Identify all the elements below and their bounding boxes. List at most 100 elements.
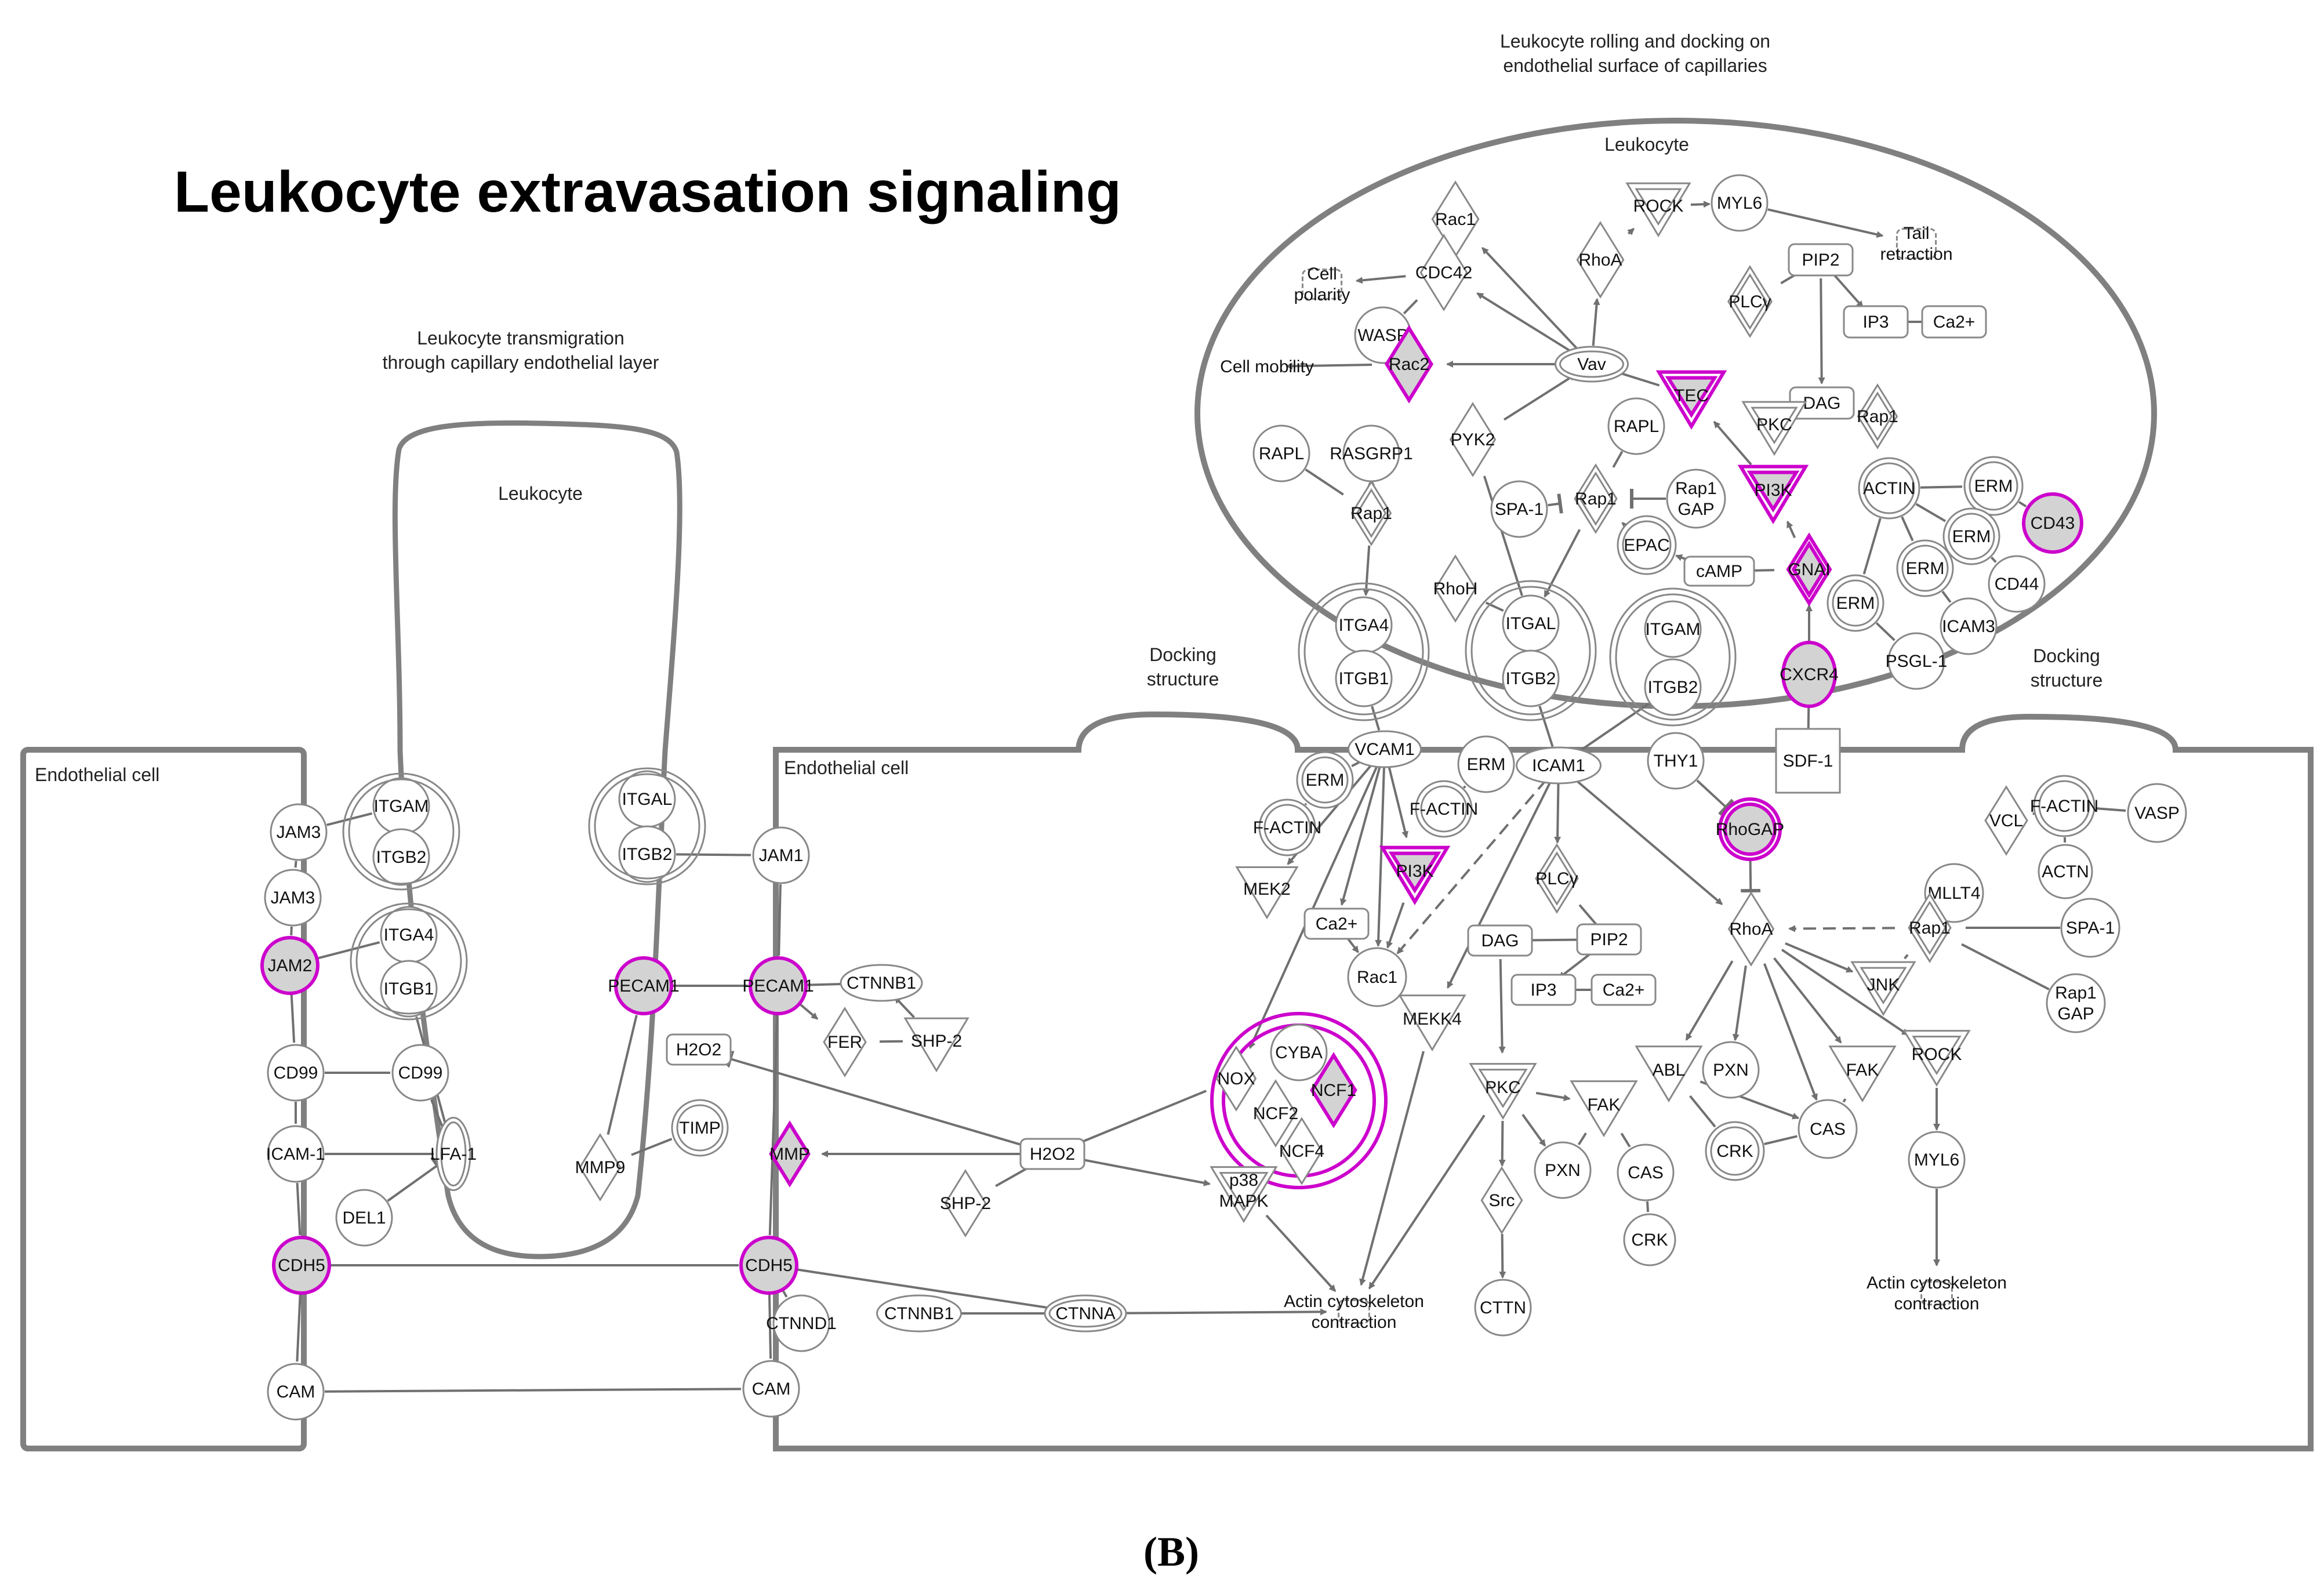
- edge: [1713, 420, 1752, 466]
- edge: [631, 1138, 673, 1156]
- edge: [1548, 493, 1563, 514]
- rolling-header-line1: Leukocyte rolling and docking on: [1500, 31, 1770, 52]
- node-label: MEK2: [1243, 880, 1291, 899]
- node-label: ERM: [1906, 559, 1945, 578]
- edge: [1786, 520, 1796, 539]
- edge: [1732, 965, 1747, 1041]
- node-label: TIMP: [679, 1119, 721, 1138]
- node-ctnna: CTNNA: [1044, 1294, 1127, 1333]
- edge: [1592, 297, 1600, 346]
- edge: [782, 1290, 788, 1298]
- node-pecam-b: PECAM1: [742, 956, 814, 1015]
- node-dag-m: DAG: [1467, 924, 1533, 957]
- node-label: CDH5: [278, 1256, 325, 1275]
- node-label: CDH5: [745, 1256, 793, 1275]
- edge: [1304, 803, 1308, 806]
- node-label: ERM: [1467, 755, 1506, 774]
- node-label: ICAM-1: [266, 1145, 325, 1164]
- node-rhoa-m: RhoA: [1727, 891, 1775, 967]
- edge: [1767, 208, 1884, 238]
- node-label: DAG: [1803, 394, 1840, 413]
- node-fak-m: FAK: [1570, 1080, 1638, 1138]
- node-plcg-top: PLCγ: [1727, 265, 1773, 338]
- edge: [1498, 1120, 1506, 1167]
- node-itga4-l: ITGA4: [380, 906, 438, 964]
- node-label: ITGB2: [1648, 678, 1698, 697]
- node-ip3-top: IP3: [1843, 305, 1909, 339]
- node-cd44: CD44: [1988, 555, 2046, 613]
- edge: [290, 926, 293, 936]
- edge: [1069, 1090, 1207, 1148]
- node-actn: ACTN: [2038, 844, 2093, 899]
- edge: [768, 1014, 779, 1236]
- edge: [1862, 518, 1882, 575]
- node-mmp9: MMP9: [575, 1133, 625, 1201]
- node-erm-a: ERM: [1963, 456, 2024, 516]
- edge: [1646, 1201, 1650, 1213]
- node-pecam-a: PECAM1: [608, 956, 680, 1015]
- node-label: MMP: [769, 1145, 810, 1164]
- node-rac1-m: Rac1: [1347, 947, 1407, 1007]
- transmigration-header-line2: through capillary endothelial layer: [383, 352, 659, 373]
- edge: [1483, 475, 1523, 596]
- node-ca-top: Ca2+: [1921, 305, 1987, 339]
- node-label: ITGB1: [1339, 669, 1389, 688]
- node-label: H2O2: [676, 1040, 721, 1059]
- node-cdc42: CDC42: [1415, 234, 1472, 311]
- node-label: TEC: [1674, 386, 1709, 405]
- node-label: ICAM1: [1532, 756, 1585, 775]
- edge: [1403, 299, 1418, 315]
- node-label: LFA-1: [430, 1145, 477, 1164]
- node-label: Src: [1489, 1191, 1515, 1210]
- node-label: CAS: [1628, 1163, 1664, 1182]
- node-spa1-r: SPA-1: [2060, 898, 2120, 958]
- edge: [718, 1055, 1035, 1150]
- edge: [1499, 1233, 1506, 1279]
- edge: [894, 996, 915, 1018]
- edge: [1764, 1135, 1798, 1145]
- node-rap1-tr: Rap1: [1857, 383, 1898, 449]
- edge: [1498, 959, 1506, 1054]
- node-label: PSGL-1: [1886, 652, 1948, 671]
- node-label: JAM3: [271, 888, 315, 907]
- edge: [1544, 529, 1581, 598]
- node-label: PYK2: [1451, 430, 1495, 449]
- node-label: THY1: [1654, 752, 1698, 771]
- node-label: ITGB2: [622, 845, 673, 864]
- node-label: PKC: [1485, 1078, 1521, 1097]
- edge: [1363, 545, 1371, 597]
- node-src: Src: [1480, 1166, 1523, 1235]
- node-itgb1-l: ITGB1: [380, 960, 438, 1018]
- panel-label: (B): [1143, 1529, 1199, 1575]
- node-vasp: VASP: [2127, 783, 2187, 843]
- edge: [1696, 779, 1734, 816]
- node-rapl-top: RAPL: [1607, 397, 1665, 455]
- edge: [1522, 1113, 1546, 1147]
- node-label: VCAM1: [1355, 740, 1414, 759]
- edge: [2018, 500, 2027, 507]
- node-label: JNK: [1867, 975, 1900, 994]
- edge: [1763, 963, 1818, 1101]
- edge: [1103, 1308, 1328, 1316]
- leukocyte-left-label: Leukocyte: [498, 483, 583, 504]
- node-label: JAM2: [268, 956, 313, 975]
- complex-itga4-itgb1-left-inner: [355, 908, 462, 1015]
- edge: [778, 884, 782, 956]
- node-rac2: Rac2: [1385, 325, 1433, 404]
- node-rhoa-top: RhoA: [1576, 221, 1625, 299]
- node-del1: DEL1: [335, 1189, 393, 1247]
- edge: [1620, 1132, 1631, 1148]
- complex-itgam-itgb2-inner: [1615, 593, 1731, 721]
- node-myl6-top: MYL6: [1711, 174, 1769, 232]
- node-label: CTTN: [1480, 1298, 1526, 1317]
- node-ctnnb1-a: CTNNB1: [840, 964, 923, 1002]
- node-label: Cell: [1307, 264, 1337, 284]
- complex-itga4-itgb1-left: [350, 902, 468, 1021]
- node-factin-a: F-ACTIN: [1253, 798, 1321, 856]
- node-rap1-l: Rap1: [1350, 480, 1392, 546]
- node-rhoh: RhoH: [1433, 554, 1477, 623]
- edge: [797, 1268, 1066, 1312]
- node-fak-r: FAK: [1828, 1046, 1897, 1103]
- node-rhogap: RhoGAP: [1716, 797, 1784, 861]
